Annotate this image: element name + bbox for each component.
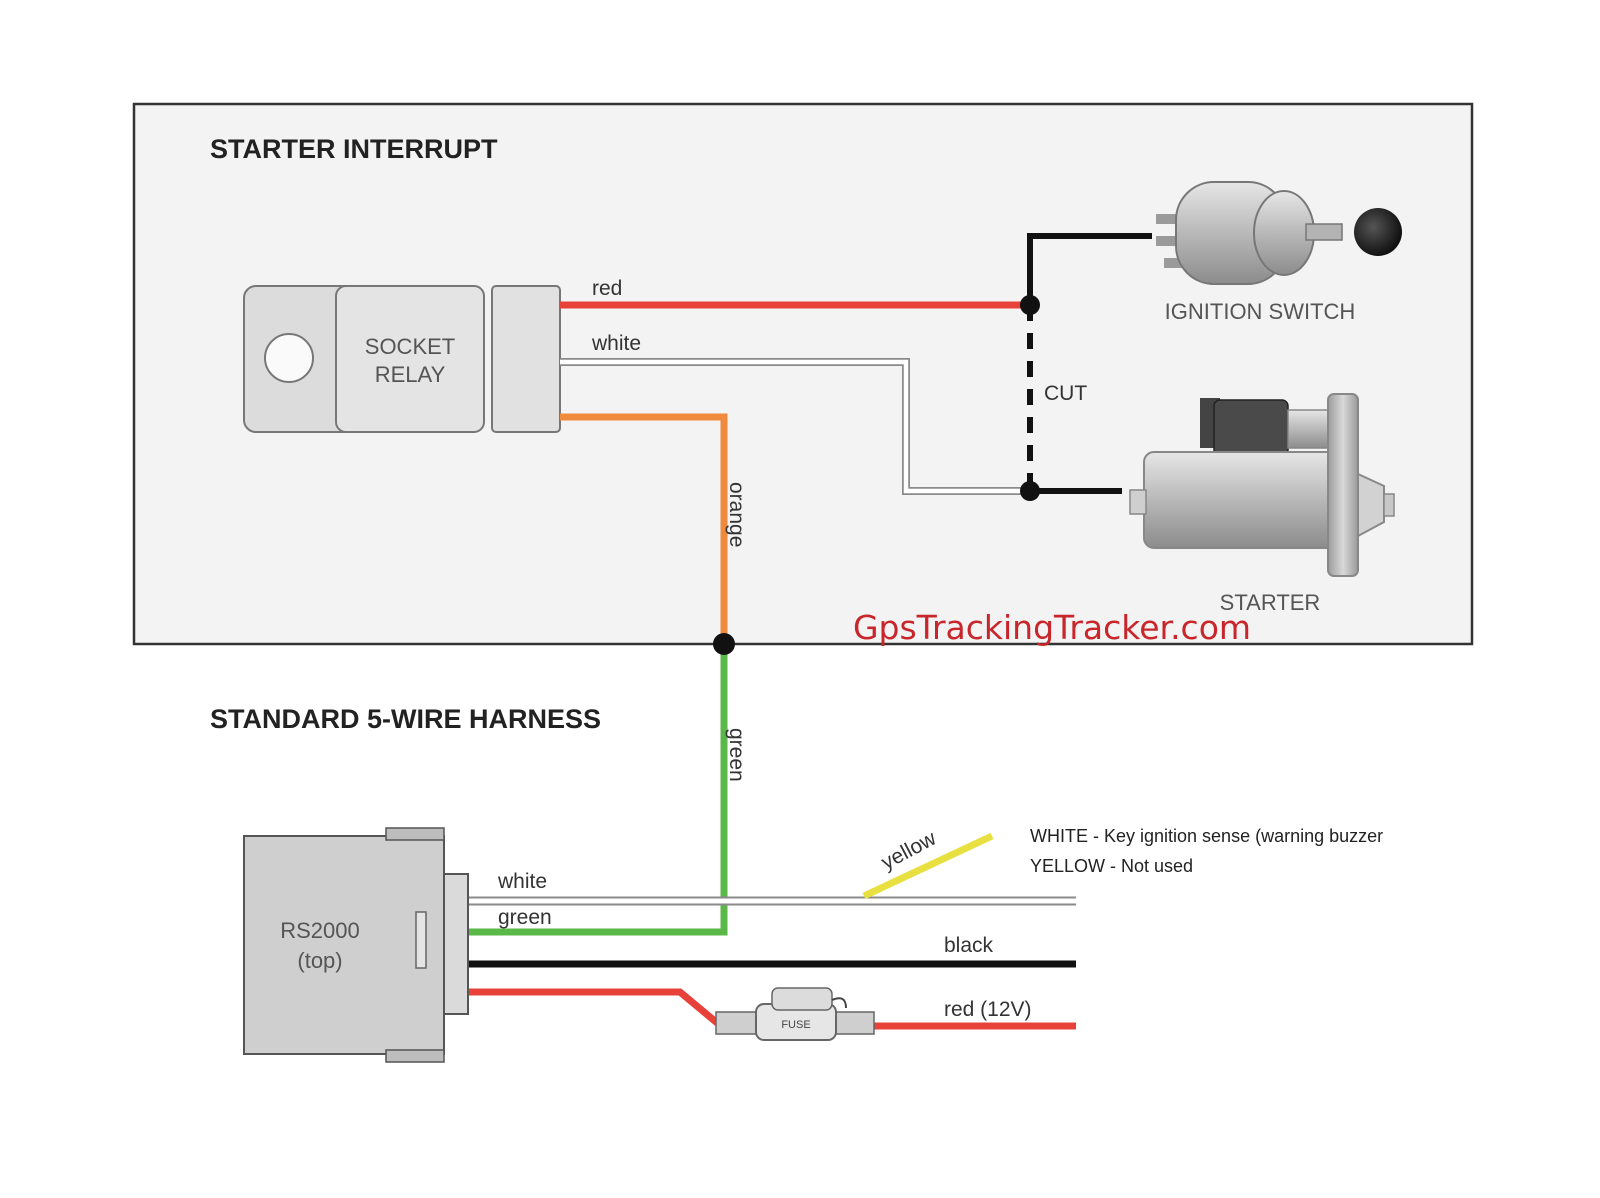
wire-label-green-vertical: green (725, 728, 748, 782)
wire-black-ignition (1027, 233, 1152, 305)
harness-title: STANDARD 5-WIRE HARNESS (210, 704, 601, 734)
wire-label-white: white (591, 332, 641, 355)
junction-dot-bottom (1020, 481, 1040, 501)
note-white-wire: WHITE - Key ignition sense (warning buzz… (1030, 826, 1383, 846)
relay-label-line1: SOCKET (365, 334, 455, 359)
device-label-line1: RS2000 (280, 918, 360, 943)
starter-interrupt-title: STARTER INTERRUPT (210, 134, 498, 164)
junction-dot-top (1020, 295, 1040, 315)
rs2000-device: RS2000 (top) (243, 827, 469, 1063)
fuse-label: FUSE (781, 1019, 810, 1031)
device-label-line2: (top) (297, 948, 342, 973)
socket-relay: SOCKET RELAY (243, 285, 561, 433)
starter-label: STARTER (1220, 590, 1321, 615)
wire-label-black: black (944, 934, 994, 957)
key-head-icon (1354, 208, 1402, 256)
wire-orange (560, 413, 728, 642)
relay-label-line2: RELAY (375, 362, 446, 387)
wire-green (468, 644, 728, 936)
cut-label: CUT (1044, 382, 1087, 405)
wire-yellow (862, 832, 994, 900)
note-yellow-wire: YELLOW - Not used (1030, 856, 1193, 876)
starter-motor-icon (1129, 393, 1395, 577)
wire-label-red-12v: red (12V) (944, 998, 1032, 1021)
fuse-holder-icon: FUSE (715, 987, 875, 1041)
wire-label-red: red (592, 277, 622, 300)
wire-label-green-harness: green (498, 906, 552, 929)
wire-label-white-harness: white (497, 870, 547, 893)
ignition-switch-icon (1156, 181, 1402, 285)
watermark-text: GpsTrackingTracker.com (853, 608, 1251, 647)
wire-label-orange: orange (725, 482, 748, 547)
ignition-switch-label: IGNITION SWITCH (1165, 299, 1356, 324)
junction-dot-orange-green (713, 633, 735, 655)
mounting-hole-icon (264, 333, 314, 383)
